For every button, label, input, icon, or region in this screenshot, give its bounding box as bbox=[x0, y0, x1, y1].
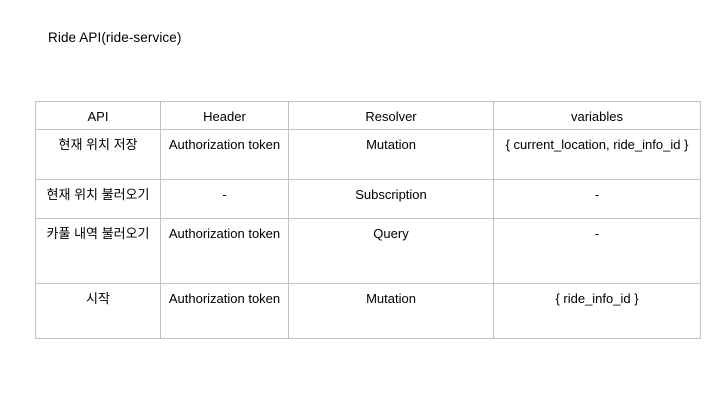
cell-resolver: Subscription bbox=[288, 179, 494, 219]
cell-api-name: 현재 위치 저장 bbox=[35, 129, 161, 180]
cell-header: Authorization token bbox=[160, 218, 289, 284]
cell-header: - bbox=[160, 179, 289, 219]
table-row: 카풀 내역 불러오기 Authorization token Query - bbox=[35, 218, 701, 284]
column-header-header: Header bbox=[160, 101, 289, 130]
cell-variables: { current_location, ride_info_id } bbox=[493, 129, 701, 180]
table-row: 시작 Authorization token Mutation { ride_i… bbox=[35, 283, 701, 339]
cell-variables: { ride_info_id } bbox=[493, 283, 701, 339]
column-header-api: API bbox=[35, 101, 161, 130]
cell-api-name: 시작 bbox=[35, 283, 161, 339]
cell-variables: - bbox=[493, 179, 701, 219]
cell-resolver: Query bbox=[288, 218, 494, 284]
cell-header: Authorization token bbox=[160, 283, 289, 339]
table-row: 현재 위치 저장 Authorization token Mutation { … bbox=[35, 129, 701, 180]
column-header-variables: variables bbox=[493, 101, 701, 130]
cell-header: Authorization token bbox=[160, 129, 289, 180]
page-title: Ride API(ride-service) bbox=[48, 30, 182, 45]
cell-api-name: 현재 위치 불러오기 bbox=[35, 179, 161, 219]
table-row: 현재 위치 불러오기 - Subscription - bbox=[35, 179, 701, 219]
ride-api-table: API Header Resolver variables 현재 위치 저장 A… bbox=[35, 101, 701, 339]
cell-api-name: 카풀 내역 불러오기 bbox=[35, 218, 161, 284]
column-header-resolver: Resolver bbox=[288, 101, 494, 130]
cell-resolver: Mutation bbox=[288, 129, 494, 180]
cell-resolver: Mutation bbox=[288, 283, 494, 339]
table-header-row: API Header Resolver variables bbox=[35, 101, 701, 130]
cell-variables: - bbox=[493, 218, 701, 284]
